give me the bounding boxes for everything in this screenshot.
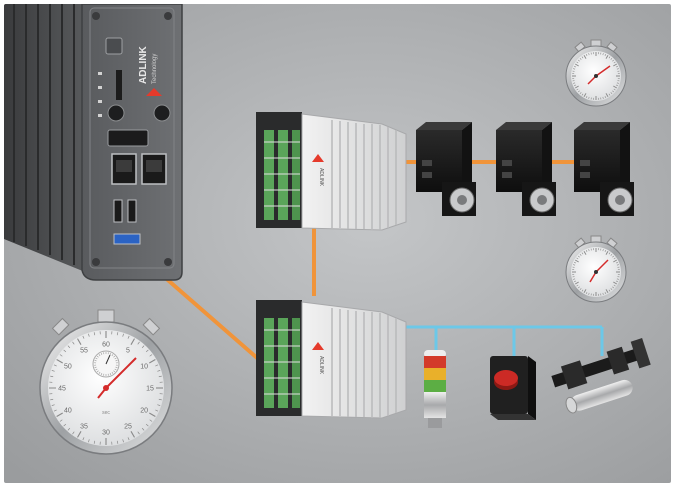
terminal-blocks	[264, 130, 300, 220]
stopwatch-sub-label: sec	[102, 410, 110, 416]
controller-sub-label: Technology	[152, 54, 158, 84]
module-logo-upper: ADLINK	[318, 168, 324, 187]
servo-motor-2	[496, 122, 556, 216]
controller-heatsink	[4, 4, 90, 274]
stopwatch-small-top	[565, 39, 627, 107]
usb-ports	[113, 199, 141, 245]
adlink-logo-icon	[312, 342, 324, 350]
module-logo-lower: ADLINK	[318, 356, 324, 375]
display-port	[107, 129, 149, 147]
stopwatch-large: 60 5 10 15 20 25 30 35 40 45 50 55 sec	[39, 309, 173, 455]
stopwatch-dial-number: 30	[102, 430, 110, 437]
terminal-blocks	[264, 318, 300, 408]
function-button	[153, 104, 171, 122]
module-heatsink-body	[301, 301, 407, 419]
emergency-stop-icon	[490, 356, 536, 420]
io-module-upper: ADLINK	[256, 112, 407, 231]
stopwatch-dial-number: 25	[124, 424, 132, 431]
servo-motor-icon	[600, 182, 634, 216]
stopwatch-dial-number: 60	[102, 342, 110, 349]
stopwatch-dial-number: 55	[80, 347, 88, 354]
module-heatsink-body	[301, 113, 407, 231]
io-module-lower: ADLINK	[256, 300, 407, 419]
fieldbus-links	[370, 325, 604, 356]
stopwatch-dial-number: 10	[140, 364, 148, 371]
servo-motor-1	[416, 122, 476, 216]
stopwatch-icon: 60 5 10 15 20 25 30 35 40 45 50 55 sec	[39, 309, 173, 455]
status-leds	[98, 72, 102, 117]
stopwatch-icon	[565, 39, 627, 107]
stopwatch-dial-number: 15	[146, 386, 154, 393]
stopwatch-small-bottom	[565, 235, 627, 303]
stopwatch-dial-number: 40	[64, 408, 72, 415]
controller-brand-label: ADLINK	[138, 45, 149, 84]
servo-motor-icon	[522, 182, 556, 216]
stopwatch-dial-number: 50	[64, 364, 72, 371]
automation-diagram: ADLINK Technology	[4, 4, 671, 483]
power-button	[105, 37, 123, 55]
servo-motor-3	[574, 122, 634, 216]
stopwatch-dial-number: 5	[126, 347, 130, 354]
linear-sensor-icon	[551, 338, 651, 414]
ethernet-ports	[111, 153, 167, 185]
embedded-controller: ADLINK Technology	[4, 4, 183, 281]
stopwatch-icon	[565, 235, 627, 303]
heatsink-fins	[13, 4, 75, 265]
stopwatch-dial-number: 35	[80, 424, 88, 431]
adlink-logo-icon	[312, 154, 324, 162]
reset-button	[107, 104, 125, 122]
stack-light-icon	[424, 350, 446, 428]
adlink-logo-icon	[146, 88, 162, 96]
stopwatch-dial-number: 45	[58, 386, 66, 393]
stopwatch-dial-number: 20	[140, 408, 148, 415]
servo-motor-icon	[442, 182, 476, 216]
cfast-slot	[116, 70, 122, 100]
